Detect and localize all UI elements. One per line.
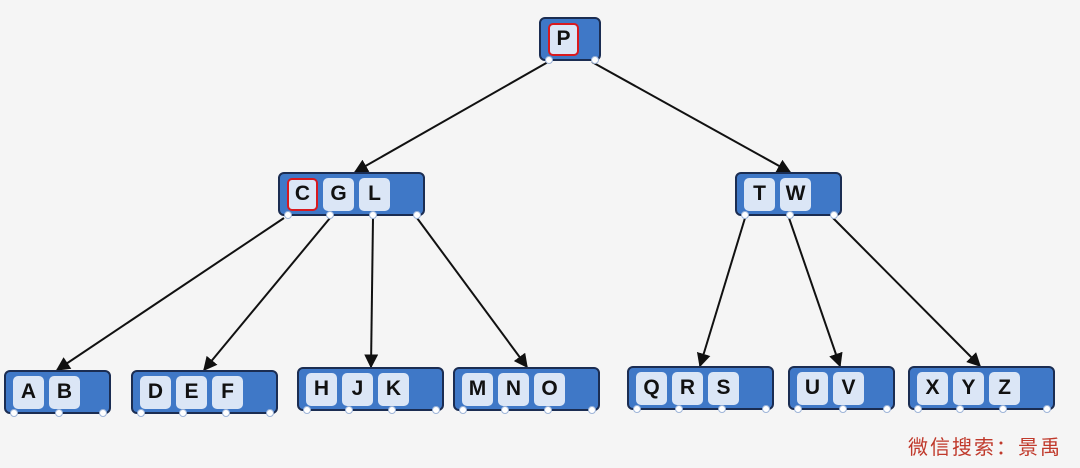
watermark-text: 微信搜索：景禹 xyxy=(908,435,1062,459)
child-pointer-dot xyxy=(830,211,838,219)
child-pointer-dot xyxy=(137,409,145,417)
child-pointer-dot xyxy=(883,405,891,413)
edge-w-xyz xyxy=(832,217,981,367)
child-pointer-dot xyxy=(762,405,770,413)
child-pointer-dot xyxy=(588,406,596,414)
key-box: S xyxy=(708,371,739,405)
edge-p-tw xyxy=(591,61,792,173)
edge-p-cgl xyxy=(353,61,549,173)
child-pointer-dot xyxy=(222,409,230,417)
child-pointer-dot xyxy=(179,409,187,417)
child-pointer-dot xyxy=(839,405,847,413)
root-node: P xyxy=(539,17,601,64)
key-box: Z xyxy=(989,371,1020,405)
key-box: V xyxy=(833,371,864,405)
child-pointer-dot xyxy=(99,409,107,417)
key-box: Y xyxy=(953,371,984,405)
key-box: J xyxy=(342,372,373,406)
key-box: Q xyxy=(636,371,667,405)
leaf-node-hjk: H J K xyxy=(297,367,444,414)
internal-node-tw: T W xyxy=(735,172,842,219)
edge-c-ab xyxy=(55,217,285,371)
child-pointer-dot xyxy=(369,211,377,219)
edge-t-qrs xyxy=(696,217,746,368)
key-box: K xyxy=(378,372,409,406)
key-box: L xyxy=(359,177,390,211)
key-box: R xyxy=(672,371,703,405)
leaf-node-qrs: Q R S xyxy=(627,366,774,413)
key-box: A xyxy=(13,375,44,409)
key-box: D xyxy=(140,375,171,409)
internal-node-cgl: C G L xyxy=(278,172,425,219)
key-box: B xyxy=(49,375,80,409)
leaf-node-xyz: X Y Z xyxy=(908,366,1055,413)
child-pointer-dot xyxy=(284,211,292,219)
child-pointer-dot xyxy=(388,406,396,414)
edge-l-mno xyxy=(416,217,528,369)
key-box: P xyxy=(548,22,579,56)
child-pointer-dot xyxy=(345,406,353,414)
key-box: M xyxy=(462,372,493,406)
child-pointer-dot xyxy=(266,409,274,417)
child-pointer-dot xyxy=(914,405,922,413)
key-box: H xyxy=(306,372,337,406)
child-pointer-dot xyxy=(545,56,553,64)
key-box: U xyxy=(797,371,828,405)
child-pointer-dot xyxy=(741,211,749,219)
edge-w-uv xyxy=(788,217,843,368)
child-pointer-dot xyxy=(1043,405,1051,413)
leaf-node-def: D E F xyxy=(131,370,278,417)
child-pointer-dot xyxy=(786,211,794,219)
child-pointer-dot xyxy=(999,405,1007,413)
key-box: G xyxy=(323,177,354,211)
child-pointer-dot xyxy=(303,406,311,414)
child-pointer-dot xyxy=(432,406,440,414)
child-pointer-dot xyxy=(591,56,599,64)
key-box: X xyxy=(917,371,948,405)
key-box: F xyxy=(212,375,243,409)
edge-g-def xyxy=(203,217,331,372)
leaf-node-ab: A B xyxy=(4,370,111,417)
child-pointer-dot xyxy=(55,409,63,417)
leaf-node-uv: U V xyxy=(788,366,895,413)
key-box: E xyxy=(176,375,207,409)
child-pointer-dot xyxy=(501,406,509,414)
key-box: N xyxy=(498,372,529,406)
key-box: O xyxy=(534,372,565,406)
key-box: W xyxy=(780,177,811,211)
child-pointer-dot xyxy=(10,409,18,417)
child-pointer-dot xyxy=(413,211,421,219)
child-pointer-dot xyxy=(633,405,641,413)
child-pointer-dot xyxy=(326,211,334,219)
key-box: C xyxy=(287,177,318,211)
leaf-node-mno: M N O xyxy=(453,367,600,414)
child-pointer-dot xyxy=(544,406,552,414)
child-pointer-dot xyxy=(956,405,964,413)
key-box: T xyxy=(744,177,775,211)
child-pointer-dot xyxy=(675,405,683,413)
child-pointer-dot xyxy=(718,405,726,413)
child-pointer-dot xyxy=(794,405,802,413)
edge-l-hjk xyxy=(364,217,379,369)
child-pointer-dot xyxy=(459,406,467,414)
